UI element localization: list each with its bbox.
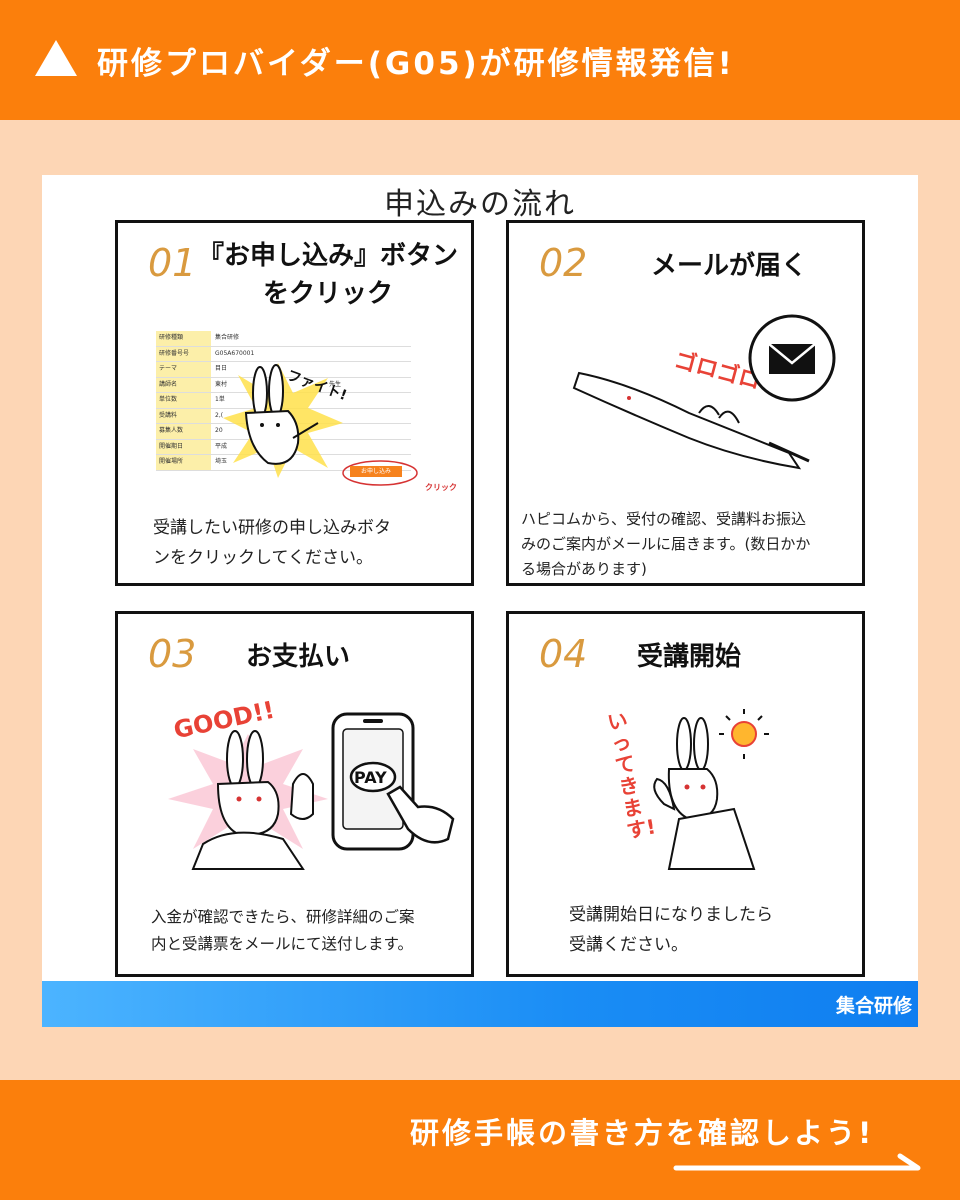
form-key: 開催場所 xyxy=(156,455,211,470)
arrow-right-icon[interactable] xyxy=(672,1152,930,1176)
top-banner: 研修プロバイダー(G05)が研修情報発信! xyxy=(0,0,960,120)
step-card-02: 02 メールが届く ゴロゴロ ハピコムから、受付の確認、受講料お振込 みのご案内… xyxy=(506,220,865,586)
bottom-banner: 研修手帳の書き方を確認しよう! xyxy=(0,1080,960,1200)
step-card-04: 04 受講開始 いってきます! 受講開始日になりましたら 受講ください。 xyxy=(506,611,865,977)
desc-line: みのご案内がメールに届きます。(数日かか xyxy=(521,535,811,553)
form-value: 集合研修 xyxy=(215,334,240,341)
step-heading: 受講開始 xyxy=(636,642,741,672)
form-value: 平成 xyxy=(215,442,228,450)
form-key: 研修種類 xyxy=(156,331,211,346)
triangle-icon xyxy=(35,40,77,76)
rabbit-mascot-icon xyxy=(223,363,343,478)
lying-rabbit-icon xyxy=(572,371,810,470)
banner-title: 研修プロバイダー(G05)が研修情報発信! xyxy=(97,46,735,82)
form-row: 研修番号号 G05A670001 xyxy=(156,346,411,362)
pay-label: PAY xyxy=(354,768,387,787)
step-number: 02 xyxy=(539,241,588,285)
form-value: 1単 xyxy=(215,396,225,403)
form-row: 開催場所埼玉 xyxy=(156,455,411,471)
waving-rabbit-icon xyxy=(653,709,769,870)
step-heading-line1: 『お申し込み』ボタン xyxy=(197,241,458,271)
envelope-icon xyxy=(748,314,836,402)
desc-line: 受講したい研修の申し込みボタ xyxy=(153,518,391,538)
desc-line: 内と受講票をメールにて送付します。 xyxy=(151,935,413,953)
step-heading: メールが届く xyxy=(650,251,807,281)
form-key: 研修番号号 xyxy=(156,346,211,361)
good-rabbit-icon xyxy=(168,730,328,870)
step-heading: 『お申し込み』ボタン をクリック xyxy=(188,237,468,313)
step-description: 受講開始日になりましたら 受講ください。 xyxy=(569,900,829,960)
form-key: 受講料 xyxy=(156,408,211,423)
step-heading: お支払い xyxy=(245,642,350,672)
desc-line: 受講開始日になりましたら xyxy=(569,905,773,925)
flow-panel: 申込みの流れ 01 『お申し込み』ボタン をクリック 研修種類集合研修 研修番号… xyxy=(42,175,918,1027)
desc-line: る場合があります) xyxy=(521,560,647,578)
category-tag: 集合研修 xyxy=(835,995,912,1017)
step-heading-line2: をクリック xyxy=(262,279,393,309)
step-description: ハピコムから、受付の確認、受講料お振込 みのご案内がメールに届きます。(数日かか… xyxy=(521,507,861,582)
apply-button-preview: お申し込み xyxy=(350,466,402,477)
step-description: 入金が確認できたら、研修詳細のご案 内と受講票をメールにて送付します。 xyxy=(151,904,461,958)
form-extra: 先生 xyxy=(328,380,341,388)
step-number: 03 xyxy=(148,632,197,676)
desc-line: ハピコムから、受付の確認、受講料お振込 xyxy=(521,510,807,528)
form-key: 開催期日 xyxy=(156,439,211,454)
click-circle xyxy=(342,460,418,486)
smartphone-icon xyxy=(331,712,455,851)
step-description: 受講したい研修の申し込みボタ ンをクリックしてください。 xyxy=(153,513,453,573)
step-number: 01 xyxy=(148,241,197,285)
cta-text[interactable]: 研修手帳の書き方を確認しよう! xyxy=(410,1116,875,1150)
step-card-01: 01 『お申し込み』ボタン をクリック 研修種類集合研修 研修番号号 G05A67… xyxy=(115,220,474,586)
form-key: 単位数 xyxy=(156,393,211,408)
click-label: クリック xyxy=(425,483,457,492)
form-key: 募集人数 xyxy=(156,424,211,439)
desc-line: 受講ください。 xyxy=(569,935,688,955)
form-key: 講師名 xyxy=(156,377,211,392)
category-bar: 集合研修 xyxy=(42,981,918,1027)
panel-title: 申込みの流れ xyxy=(384,187,576,222)
form-value: 埼玉 xyxy=(215,458,228,465)
form-value: 目日 xyxy=(215,365,228,372)
desc-line: 入金が確認できたら、研修詳細のご案 xyxy=(151,908,415,926)
form-key: テーマ xyxy=(156,362,211,377)
form-value: G05A670001 xyxy=(215,349,255,357)
form-value: 2,( xyxy=(215,411,224,419)
form-value: 20 xyxy=(215,427,223,434)
step-card-03: 03 お支払い GOOD!! PAY 入金が確認できたら、研修詳細のご案 内と受… xyxy=(115,611,474,977)
desc-line: ンをクリックしてください。 xyxy=(153,548,373,568)
form-value: 東村 xyxy=(215,380,228,388)
form-row: 研修種類集合研修 xyxy=(156,331,411,347)
step-number: 04 xyxy=(539,632,588,676)
